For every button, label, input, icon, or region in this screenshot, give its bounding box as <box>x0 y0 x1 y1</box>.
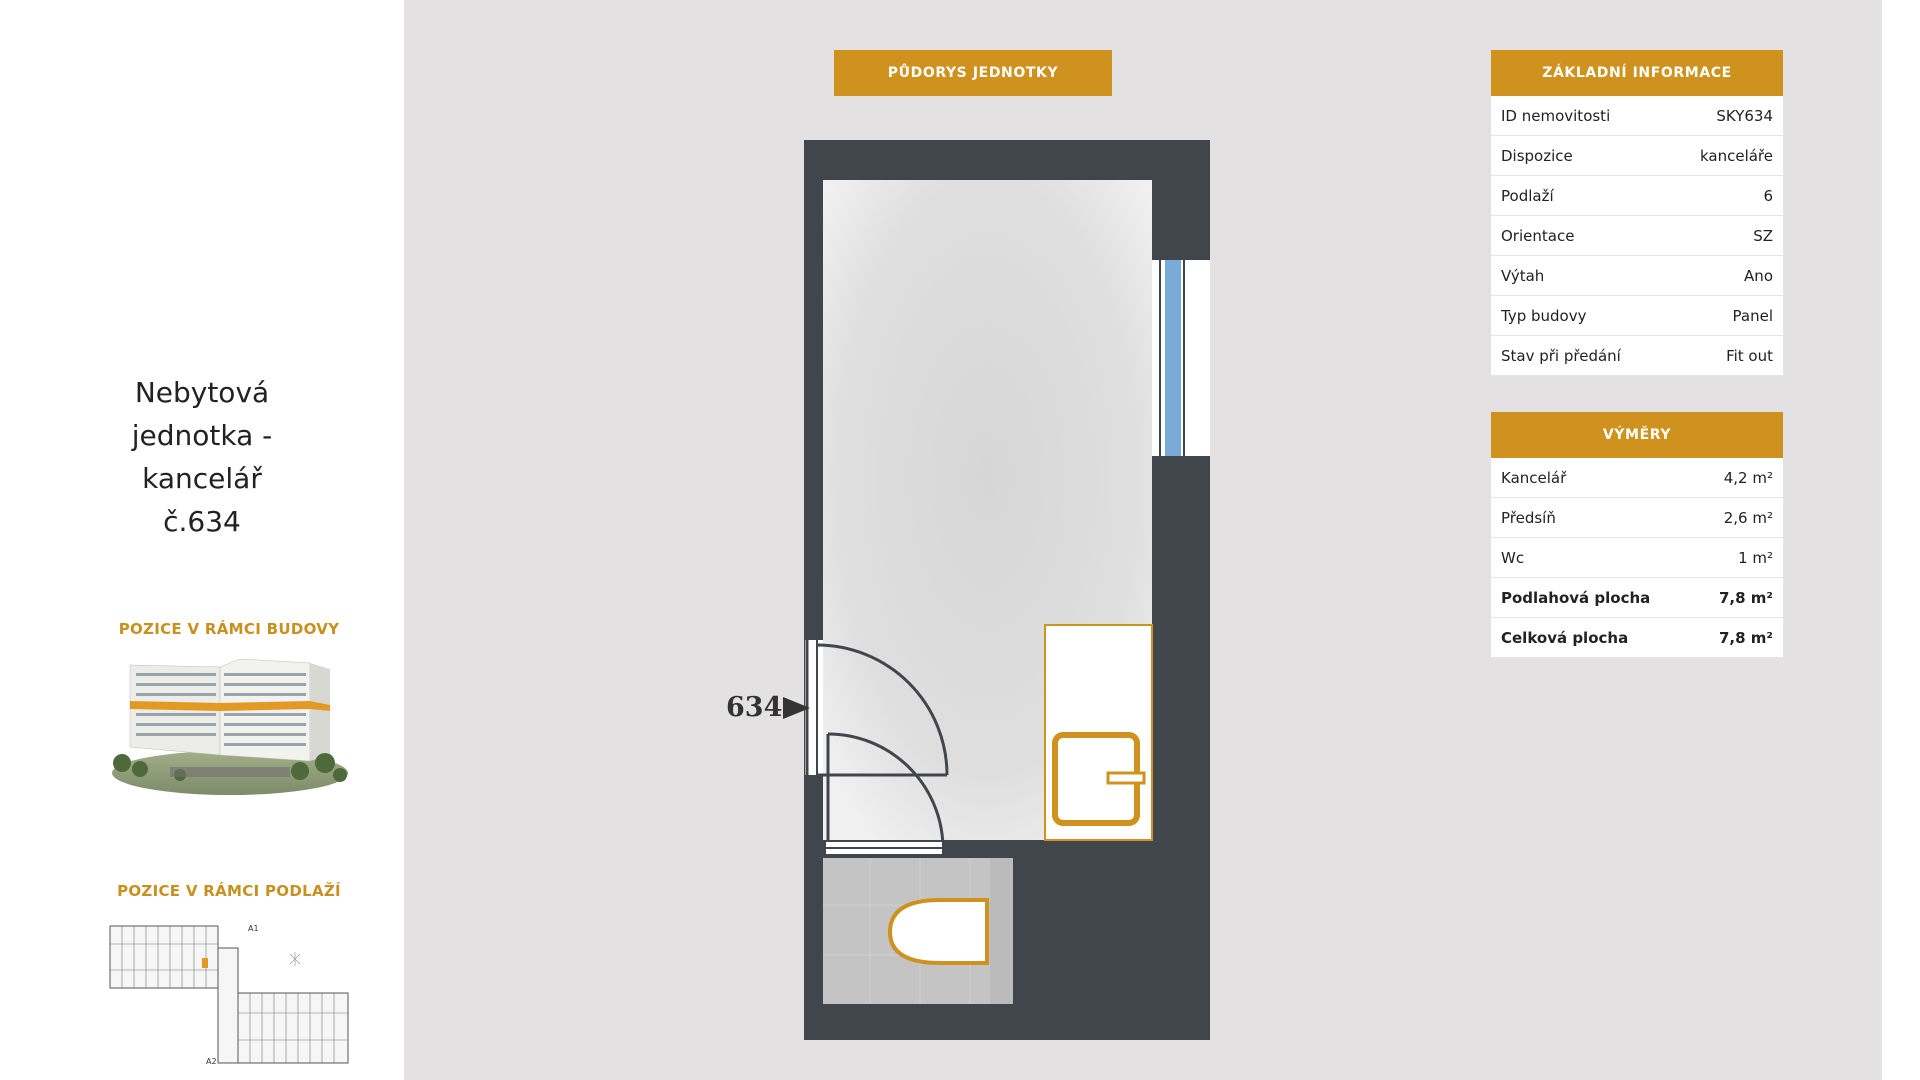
title-line-2: jednotka - <box>131 419 273 452</box>
floor-label-a2: A2 <box>206 1057 217 1066</box>
table-row: Předsíň 2,6 m² <box>1491 498 1783 538</box>
table-row: Typ budovy Panel <box>1491 296 1783 336</box>
sizes-heading: VÝMĚRY <box>1491 412 1783 458</box>
row-label: Podlaží <box>1501 186 1554 205</box>
row-value: Panel <box>1732 306 1773 325</box>
sizes-table: VÝMĚRY Kancelář 4,2 m² Předsíň 2,6 m² Wc 1 … <box>1491 412 1783 658</box>
row-value: 2,6 m² <box>1723 508 1773 527</box>
unit-title: Nebytová jednotka - kancelář č.634 <box>0 371 404 543</box>
row-value: 7,8 m² <box>1719 588 1773 607</box>
row-value: 6 <box>1763 186 1773 205</box>
row-label: ID nemovitosti <box>1501 106 1611 125</box>
row-value: kanceláře <box>1699 146 1773 165</box>
table-row: Výtah Ano <box>1491 256 1783 296</box>
table-row: Wc 1 m² <box>1491 538 1783 578</box>
row-label: Dispozice <box>1501 146 1573 165</box>
row-label: Stav při předání <box>1501 346 1621 365</box>
row-value: 4,2 m² <box>1723 468 1773 487</box>
table-row: Dispozice kanceláře <box>1491 136 1783 176</box>
table-row: Kancelář 4,2 m² <box>1491 458 1783 498</box>
building-rendering <box>112 658 348 795</box>
row-label: Předsíň <box>1501 508 1556 527</box>
row-label: Kancelář <box>1501 468 1567 487</box>
row-value: SZ <box>1753 226 1773 245</box>
row-value: 1 m² <box>1738 548 1773 567</box>
row-label: Celková plocha <box>1501 628 1629 647</box>
table-row: ID nemovitosti SKY634 <box>1491 96 1783 136</box>
title-line-1: Nebytová <box>134 376 270 409</box>
row-label: Výtah <box>1501 266 1545 285</box>
title-line-4: č.634 <box>163 505 241 538</box>
left-panel: Nebytová jednotka - kancelář č.634 POZIC… <box>0 0 404 1080</box>
unit-floor-plan: 634 <box>726 140 1210 1040</box>
table-row: Podlaží 6 <box>1491 176 1783 216</box>
row-value: Fit out <box>1726 346 1773 365</box>
row-value: Ano <box>1744 266 1773 285</box>
row-label: Orientace <box>1501 226 1575 245</box>
floor-position-label: POZICE V RÁMCI PODLAŽÍ <box>117 882 341 900</box>
basic-info-heading: ZÁKLADNÍ INFORMACE <box>1491 50 1783 96</box>
compass-icon <box>289 952 301 966</box>
row-label: Typ budovy <box>1501 306 1587 325</box>
entrance-door-opening <box>805 640 823 775</box>
title-line-3: kancelář <box>142 462 262 495</box>
floor-plan-thumbnail: A1 A2 <box>109 924 349 1066</box>
toilet-icon <box>887 898 989 965</box>
row-value: 7,8 m² <box>1719 628 1773 647</box>
right-margin <box>1882 0 1920 1080</box>
floor-plan-heading: PŮDORYS JEDNOTKY <box>834 50 1112 96</box>
table-row: Orientace SZ <box>1491 216 1783 256</box>
table-row-total-area: Celková plocha 7,8 m² <box>1491 618 1783 658</box>
entrance-arrow-icon <box>783 697 810 719</box>
row-label: Podlahová plocha <box>1501 588 1651 607</box>
floor-label-a1: A1 <box>248 924 259 933</box>
building-position-label: POZICE V RÁMCI BUDOVY <box>118 620 340 638</box>
row-value: SKY634 <box>1716 106 1773 125</box>
table-row: Stav při předání Fit out <box>1491 336 1783 376</box>
unit-number-label: 634 <box>726 692 782 723</box>
table-row-floor-area: Podlahová plocha 7,8 m² <box>1491 578 1783 618</box>
row-label: Wc <box>1501 548 1525 567</box>
